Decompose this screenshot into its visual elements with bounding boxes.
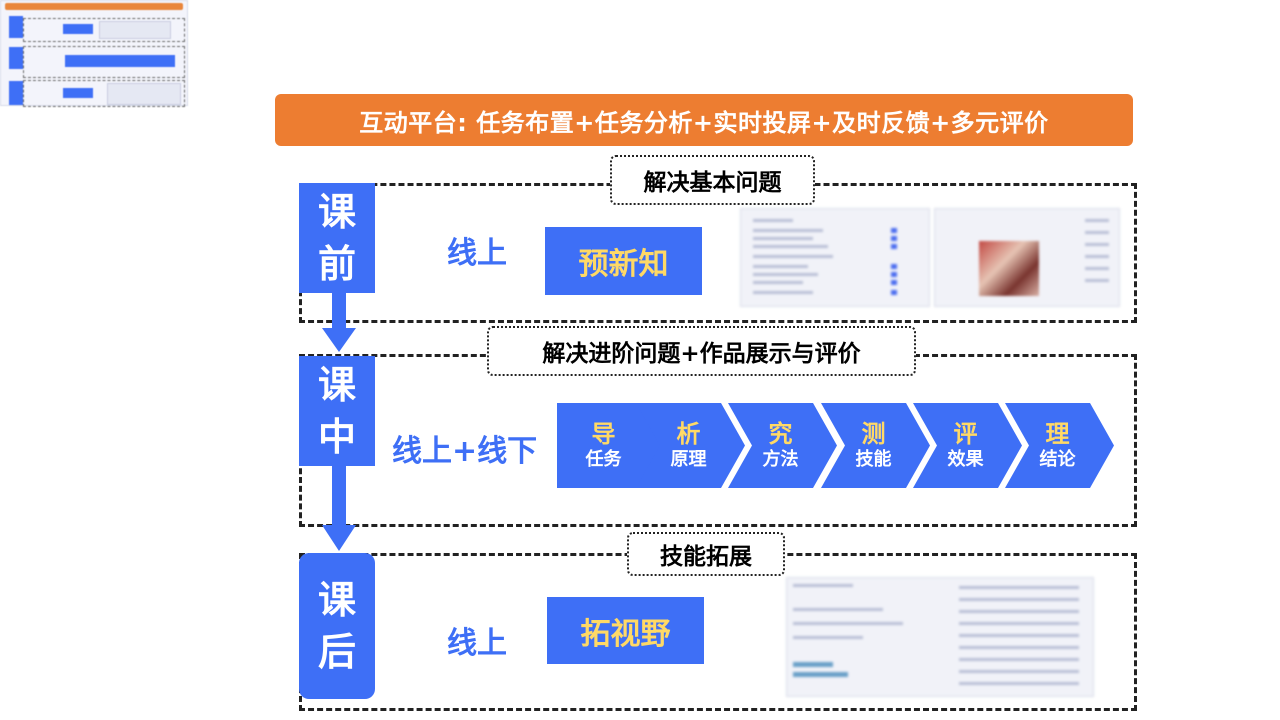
- phase-before-class: 课 前: [299, 183, 375, 293]
- section-title-advanced-problems: 解决进阶问题+作品展示与评价: [487, 326, 916, 376]
- step-key: 析: [676, 419, 701, 448]
- step-chevron: 究方法: [728, 403, 837, 488]
- thumbnail-phase-before: [9, 16, 23, 38]
- platform-screenshot-task-list: [740, 208, 930, 307]
- step-key: 导: [591, 419, 616, 448]
- thumbnail-steps: [65, 55, 175, 67]
- step-key: 评: [953, 419, 978, 448]
- thumbnail-section-during: [23, 46, 185, 78]
- action-preview-knowledge: 预新知: [545, 227, 702, 295]
- phase-char: 课: [317, 363, 356, 407]
- step-sub: 方法: [762, 448, 799, 470]
- phase-char: 中: [317, 415, 356, 459]
- thumbnail-section-after: [23, 80, 185, 107]
- action-broaden-horizon: 拓视野: [547, 597, 704, 664]
- platform-screenshot-discussion: [786, 577, 1094, 697]
- thumbnail-action-before: [63, 24, 93, 34]
- phase-during-class: 课 中: [299, 356, 375, 466]
- phase-char: 课: [317, 578, 356, 622]
- mode-label-before: 线上: [447, 236, 507, 271]
- slide-thumbnail[interactable]: [0, 0, 188, 107]
- phase-after-class: 课 后: [299, 553, 375, 699]
- thumbnail-banner: [5, 3, 183, 10]
- phase-char: 前: [317, 242, 356, 286]
- thumbnail-screenshot-before: [99, 21, 171, 39]
- down-arrow-icon: [322, 463, 356, 551]
- step-sub: 技能: [855, 448, 892, 470]
- step-key: 究: [768, 419, 793, 448]
- section-title-basic-problems: 解决基本问题: [610, 155, 815, 205]
- thumbnail-section-before: [23, 18, 185, 42]
- platform-screenshot-projection: [934, 208, 1120, 307]
- step-key: 理: [1045, 419, 1070, 448]
- phase-char: 后: [317, 630, 356, 674]
- thumbnail-screenshot-after: [107, 83, 181, 105]
- down-arrow-icon: [322, 290, 356, 352]
- thumbnail-phase-after: [9, 81, 23, 105]
- phase-char: 课: [317, 190, 356, 234]
- step-key: 测: [861, 419, 886, 448]
- section-title-skill-extension: 技能拓展: [627, 532, 785, 576]
- thumbnail-phase-during: [9, 47, 23, 69]
- step-sub: 结论: [1039, 448, 1076, 470]
- thumbnail-action-after: [63, 88, 93, 98]
- step-sub: 原理: [670, 448, 707, 470]
- platform-banner: 互动平台: 任务布置+任务分析+实时投屏+及时反馈+多元评价: [275, 94, 1133, 146]
- step-sub: 任务: [585, 448, 622, 470]
- mode-label-after: 线上: [447, 626, 507, 661]
- mode-label-during: 线上+线下: [392, 434, 538, 469]
- step-sub: 效果: [947, 448, 984, 470]
